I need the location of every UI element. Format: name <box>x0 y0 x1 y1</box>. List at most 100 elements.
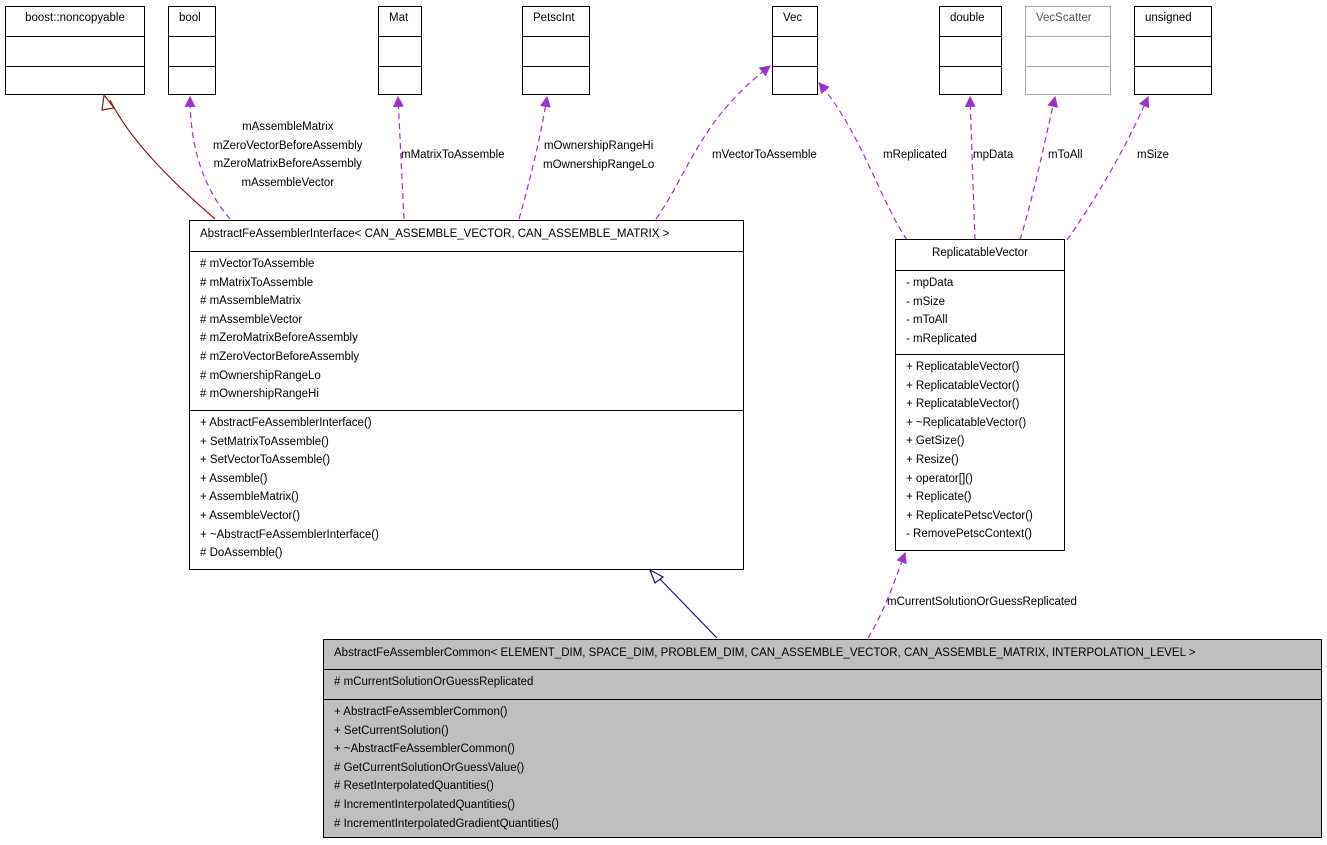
edge-label-line: mReplicated <box>883 149 947 161</box>
class-boost-noncopyable[interactable]: boost::noncopyable <box>5 6 145 95</box>
edge-label-double: mpData <box>973 146 1013 165</box>
edge-label-bool: mAssembleMatrix mZeroVectorBeforeAssembl… <box>213 118 363 192</box>
class-methods-section: + AbstractFeAssemblerCommon() + SetCurre… <box>324 699 1321 837</box>
edge-label-unsigned: mSize <box>1137 146 1169 165</box>
class-attributes-section <box>940 36 1001 66</box>
attribute-row: # mZeroMatrixBeforeAssembly <box>200 332 358 345</box>
method-row: # GetCurrentSolutionOrGuessValue() <box>334 761 525 774</box>
method-row: - RemovePetscContext() <box>906 528 1032 541</box>
class-name: ReplicatableVector <box>932 247 1028 259</box>
edge-unsigned-usage <box>1066 95 1150 241</box>
class-attributes-section <box>1135 36 1211 66</box>
class-name: Vec <box>783 12 803 24</box>
class-methods-section <box>169 66 215 95</box>
class-attributes-section <box>379 36 421 66</box>
edge-label-line: mAssembleMatrix <box>242 121 334 133</box>
class-vec[interactable]: Vec <box>772 6 818 95</box>
class-attributes-section <box>523 36 589 66</box>
edge-label-line: mVectorToAssemble <box>712 149 817 161</box>
edge-vec-interface-usage <box>655 65 771 220</box>
hollow-triangle-noncopyable <box>101 93 116 111</box>
attribute-row: - mToAll <box>906 314 948 327</box>
edge-label-vecscatter: mToAll <box>1048 146 1083 165</box>
edge-vec-replicatable-usage <box>818 82 908 241</box>
edge-label-line: mOwnershipRangeLo <box>543 158 655 171</box>
class-double[interactable]: double <box>939 6 1002 95</box>
edge-label-line: mMatrixToAssemble <box>401 149 505 161</box>
edge-label-line: mZeroMatrixBeforeAssembly <box>213 158 362 170</box>
method-row: + Assemble() <box>200 472 268 485</box>
edge-replicatable-common-usage <box>867 551 907 639</box>
class-vecscatter[interactable]: VecScatter <box>1025 6 1111 95</box>
class-methods-section <box>379 66 421 95</box>
attribute-row: # mOwnershipRangeLo <box>200 369 321 382</box>
method-row: + ~AbstractFeAssemblerCommon() <box>334 743 515 756</box>
class-methods-section <box>773 66 817 95</box>
attribute-row: # mAssembleMatrix <box>200 295 301 308</box>
class-name: boost::noncopyable <box>25 12 125 24</box>
attribute-row: # mZeroVectorBeforeAssembly <box>200 350 360 363</box>
class-attributes-section <box>773 36 817 66</box>
edge-label-line: mOwnershipRangeHi <box>543 140 654 152</box>
edge-label-line: mZeroVectorBeforeAssembly <box>213 139 363 152</box>
class-name: double <box>950 12 985 24</box>
attribute-row: - mReplicated <box>906 332 977 345</box>
method-row: + Replicate() <box>906 491 972 504</box>
method-row: + ~ReplicatableVector() <box>906 416 1027 429</box>
method-row: + operator[]() <box>906 472 973 485</box>
class-abstract-fe-assembler-common[interactable]: AbstractFeAssemblerCommon< ELEMENT_DIM, … <box>323 639 1322 838</box>
class-mat[interactable]: Mat <box>378 6 422 95</box>
class-name: AbstractFeAssemblerCommon< ELEMENT_DIM, … <box>334 647 1196 659</box>
class-methods-section: + ReplicatableVector() + ReplicatableVec… <box>896 354 1064 550</box>
class-bool[interactable]: bool <box>168 6 216 95</box>
method-row: + ReplicatableVector() <box>906 361 1020 373</box>
method-row: + AbstractFeAssemblerInterface() <box>200 417 372 429</box>
edge-bool-usage <box>184 95 231 220</box>
method-row: # IncrementInterpolatedQuantities() <box>334 798 515 811</box>
edge-label-line: mSize <box>1137 149 1169 161</box>
class-attributes-section <box>1026 36 1110 66</box>
class-methods-section <box>940 66 1001 95</box>
class-attributes-section <box>169 36 215 66</box>
edge-double-usage <box>964 95 976 241</box>
method-row: + GetSize() <box>906 435 965 448</box>
attribute-row: - mSize <box>906 295 945 308</box>
class-methods-section <box>523 66 589 95</box>
method-row: + AssembleMatrix() <box>200 491 299 504</box>
method-row: # ResetInterpolatedQuantities() <box>334 780 494 793</box>
class-attributes-section <box>6 36 144 66</box>
attribute-row: # mOwnershipRangeHi <box>200 388 319 401</box>
attribute-row: # mVectorToAssemble <box>200 258 315 270</box>
class-name: bool <box>179 12 201 24</box>
hollow-triangle-interface <box>648 568 665 584</box>
method-row: + SetVectorToAssemble() <box>200 454 331 467</box>
class-methods-section <box>1135 66 1211 95</box>
edge-label-line: mpData <box>973 149 1014 161</box>
attribute-row: # mMatrixToAssemble <box>200 276 314 289</box>
method-row: + ~AbstractFeAssemblerInterface() <box>200 528 379 541</box>
method-row: # IncrementInterpolatedGradientQuantitie… <box>334 817 560 830</box>
class-name: AbstractFeAssemblerInterface< CAN_ASSEMB… <box>200 228 670 240</box>
class-abstract-fe-assembler-interface[interactable]: AbstractFeAssemblerInterface< CAN_ASSEMB… <box>189 220 744 570</box>
edge-petscint-usage <box>518 95 551 220</box>
attribute-row: # mCurrentSolutionOrGuessReplicated <box>334 676 534 688</box>
method-row: + ReplicatePetscVector() <box>906 509 1033 522</box>
class-name: PetscInt <box>533 12 575 24</box>
edge-label-petscint: mOwnershipRangeHi mOwnershipRangeLo <box>543 137 654 174</box>
class-petscint[interactable]: PetscInt <box>522 6 590 95</box>
method-row: + AssembleVector() <box>200 509 301 522</box>
class-attributes-section: # mCurrentSolutionOrGuessReplicated <box>324 669 1321 699</box>
attribute-row: - mpData <box>906 277 954 289</box>
attribute-row: # mAssembleVector <box>200 313 303 326</box>
edge-label-vec-replicatable: mReplicated <box>883 146 947 165</box>
edge-label-line: mAssembleVector <box>241 176 335 189</box>
method-row: + ReplicatableVector() <box>906 398 1020 411</box>
class-replicatable-vector[interactable]: ReplicatableVector - mpData - mSize - mT… <box>895 239 1065 551</box>
class-name: VecScatter <box>1036 12 1092 24</box>
edge-label-replicatable-common: mCurrentSolutionOrGuessReplicated <box>887 593 1077 612</box>
edge-label-line: mCurrentSolutionOrGuessReplicated <box>887 596 1077 608</box>
class-methods-section: + AbstractFeAssemblerInterface() + SetMa… <box>190 410 743 569</box>
class-name: Mat <box>389 12 409 24</box>
class-unsigned[interactable]: unsigned <box>1134 6 1212 95</box>
